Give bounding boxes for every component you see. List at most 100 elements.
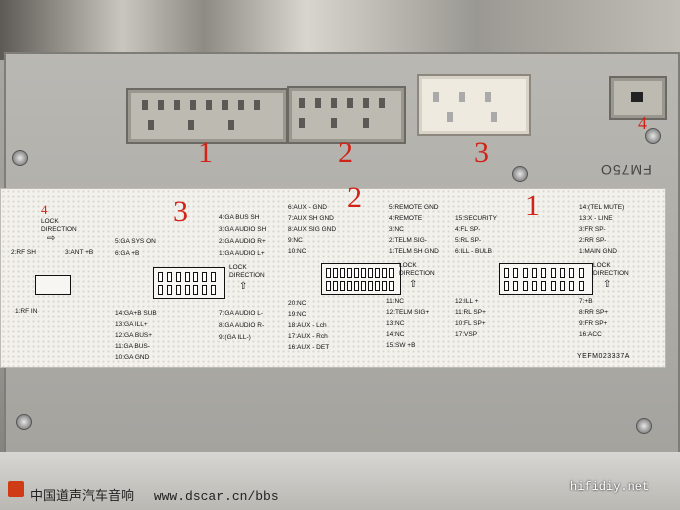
diagram-pin: [175, 272, 181, 282]
c3-pin: 7:GA AUDIO L-: [219, 310, 264, 317]
pin: [148, 120, 154, 130]
diagram-pin: [158, 285, 163, 295]
pin: [190, 100, 196, 110]
diagram-pin: [541, 268, 547, 278]
connector-2-diagram: [321, 263, 401, 295]
c2-pin: 3:NC: [389, 226, 404, 233]
site-logo: [8, 481, 24, 497]
diagram-pin: [504, 281, 509, 291]
connector-1-diagram: [499, 263, 593, 295]
c3-pin: 8:GA AUDIO R-: [219, 322, 265, 329]
arrow-right-icon: ⇨: [47, 233, 56, 244]
diagram-pin: [340, 281, 345, 291]
pin: [222, 100, 228, 110]
pin: [447, 112, 453, 122]
pin: [433, 92, 439, 102]
screw-icon: [16, 414, 32, 430]
c1-pin: 8:RR SP+: [579, 309, 609, 316]
c2-pin: 11:NC: [386, 298, 404, 305]
arrow-up-icon: ⇧: [409, 279, 418, 290]
diagram-pin: [361, 268, 366, 278]
c3-pin: 11:GA BUS-: [115, 343, 150, 350]
pin: [174, 100, 180, 110]
arrow-up-icon: ⇧: [239, 281, 248, 292]
screw-icon: [512, 166, 528, 182]
diagram-pin: [211, 272, 217, 282]
watermark-left: 中国道声汽车音响 www.dscar.cn/bbs: [30, 485, 279, 504]
lock-text: LOCK: [41, 218, 59, 225]
photo-number-4: 4: [638, 113, 647, 133]
c2-pin: 19:NC: [288, 311, 307, 318]
diagram-pin: [326, 268, 331, 278]
diagram-pin: [158, 272, 163, 282]
c1-pin: 3:FR SP-: [579, 226, 606, 233]
c1-pin: 16:ACC: [579, 331, 602, 338]
c1-pin: 12:ILL +: [455, 298, 479, 305]
diagram-pin: [560, 268, 565, 278]
c2-pin: 5:REMOTE GND: [389, 204, 439, 211]
pin: [459, 92, 465, 102]
pin: [142, 100, 148, 110]
pin: [363, 118, 369, 128]
diagram-pin: [504, 268, 509, 278]
c1-pin: 9:FR SP+: [579, 320, 608, 327]
diagram-pin: [389, 268, 394, 278]
diagram-pin: [550, 268, 556, 278]
pin: [379, 98, 385, 108]
c1-pin: 13:X - LINE: [579, 215, 613, 222]
c3-pin: 6:GA +B: [115, 250, 140, 257]
diagram-pin: [340, 268, 345, 278]
diagram-pin: [361, 281, 366, 291]
pin-rf-in: 1:RF IN: [15, 308, 38, 315]
label-number-4: 4: [41, 202, 48, 217]
c3-pin: 12:GA BUS+: [115, 332, 153, 339]
pin: [254, 100, 260, 110]
screw-icon: [12, 150, 28, 166]
diagram-pin: [578, 281, 584, 291]
c1-pin: 17:VSP: [455, 331, 478, 338]
c3-pin: 1:GA AUDIO L+: [219, 250, 265, 257]
pin: [188, 120, 194, 130]
pin: [299, 118, 305, 128]
diagram-pin: [560, 281, 565, 291]
diagram-pin: [368, 268, 373, 278]
c1-pin: 5:RL SP-: [455, 237, 482, 244]
diagram-pin: [513, 281, 519, 291]
part-number: YEFM023337A: [577, 353, 630, 360]
diagram-pin: [532, 268, 537, 278]
diagram-pin: [202, 272, 208, 282]
screw-icon: [645, 128, 661, 144]
diagram-pin: [347, 281, 352, 291]
photo-number-1: 1: [198, 136, 213, 169]
diagram-pin: [382, 268, 387, 278]
diagram-pin: [550, 281, 556, 291]
arrow-up-icon: ⇧: [603, 279, 612, 290]
connector-4: [609, 76, 667, 120]
c3-pin: 10:GA GND: [115, 354, 150, 361]
c2-pin: 6:AUX - GND: [288, 204, 328, 211]
c3-pin: 13:GA ILL+: [115, 321, 148, 328]
pin: [363, 98, 369, 108]
c1-pin: 11:RL SP+: [455, 309, 486, 316]
connector-4-diagram: [35, 275, 71, 295]
diagram-pin: [333, 268, 338, 278]
c2-pin: 14:NC: [386, 331, 405, 338]
c1-pin: 4:FL SP-: [455, 226, 481, 233]
chassis-bottom: [0, 452, 680, 510]
c2-pin: 16:AUX - DET: [288, 344, 330, 351]
diagram-pin: [382, 281, 387, 291]
c3-pin: 14:GA+B SUB: [115, 310, 157, 317]
diagram-pin: [193, 285, 199, 295]
diagram-pin: [211, 285, 217, 295]
label-number-3: 3: [173, 195, 188, 228]
diagram-pin: [166, 285, 172, 295]
pin: [631, 92, 643, 102]
diagram-pin: [569, 268, 575, 278]
c2-pin: 8:AUX SIG GND: [288, 226, 337, 233]
c2-pin: 17:AUX - Rch: [288, 333, 328, 340]
c2-pin: 7:AUX SH GND: [288, 215, 334, 222]
diagram-pin: [541, 281, 547, 291]
diagram-pin: [375, 281, 380, 291]
pin: [299, 98, 305, 108]
